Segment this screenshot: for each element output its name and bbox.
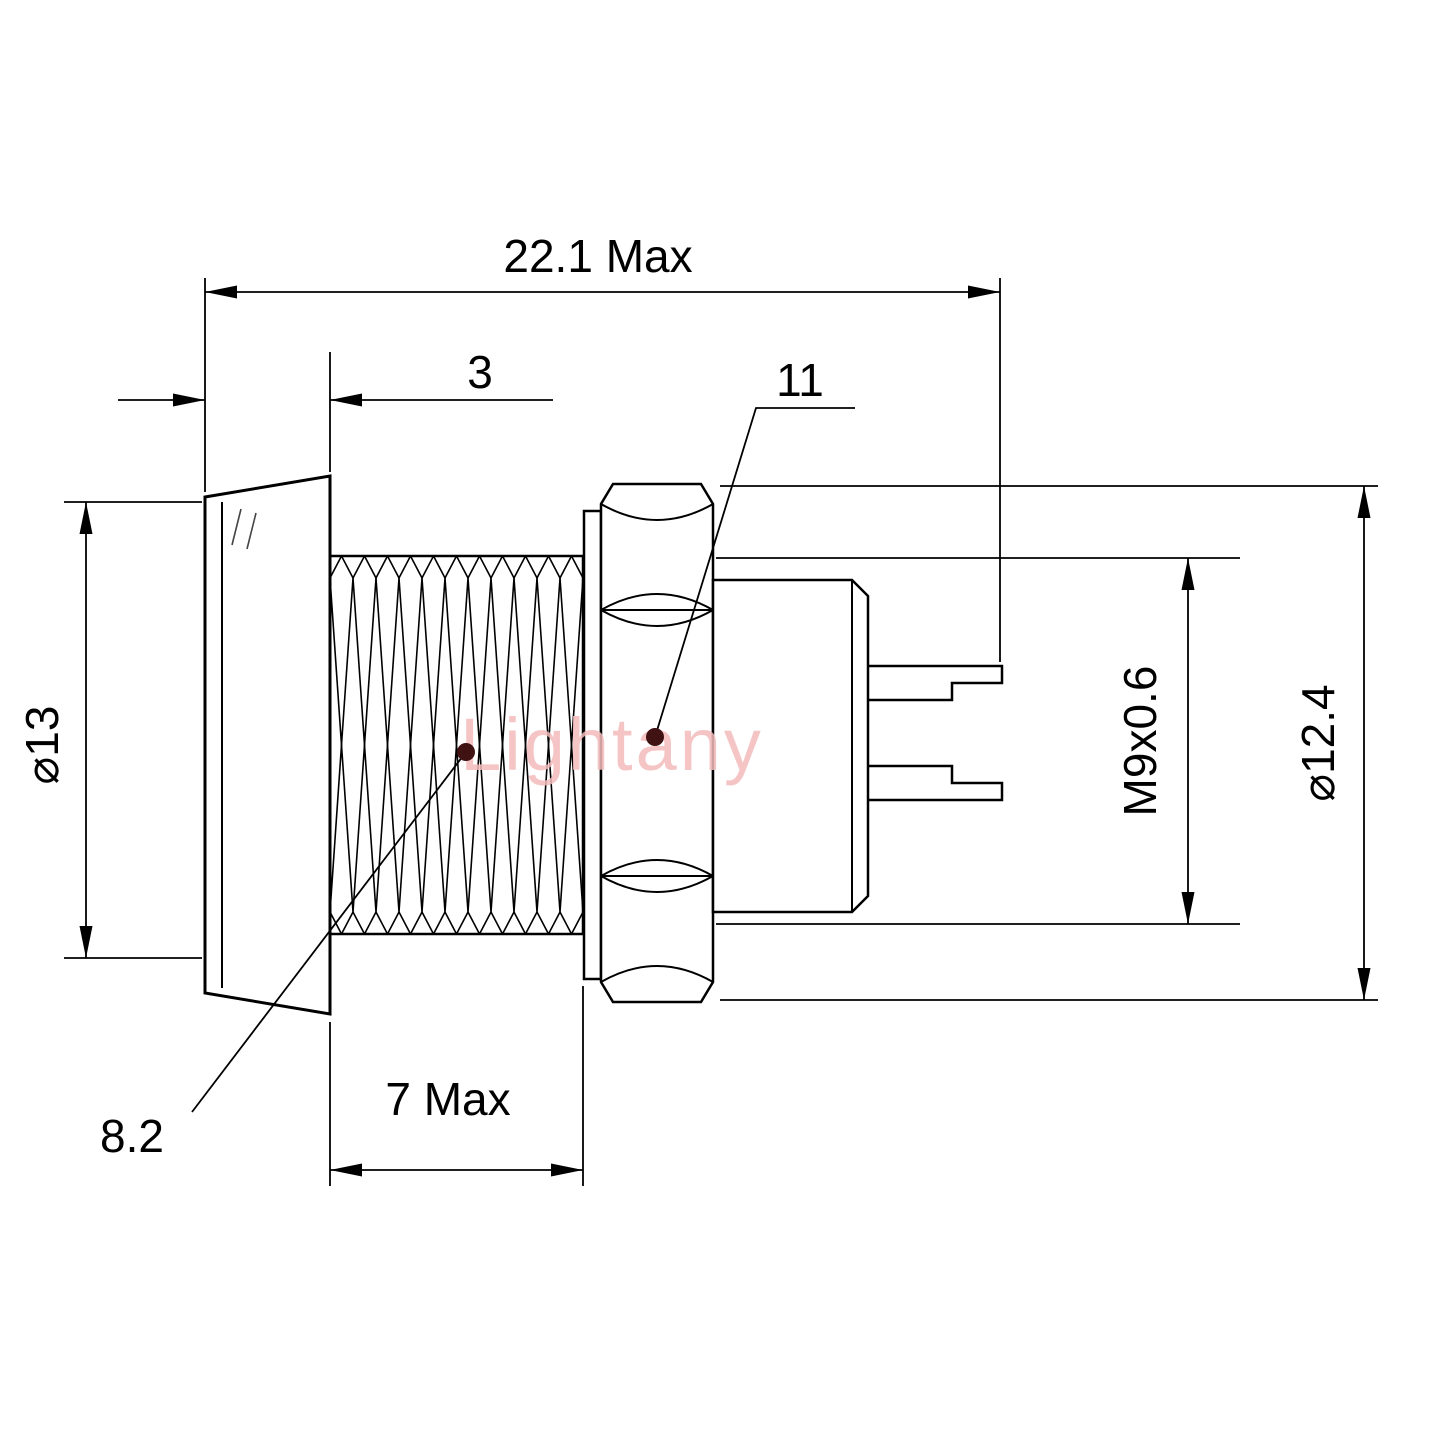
arrowhead (330, 1163, 362, 1177)
terminal-pin-lower (868, 764, 1004, 802)
arrowhead (968, 285, 1000, 299)
thread-section (328, 554, 585, 936)
watermark-text: Lightany (460, 703, 764, 786)
arrowhead (1357, 968, 1371, 1000)
arrowhead (330, 393, 362, 407)
hex-chamfer-arc (600, 593, 714, 611)
hex-corners-diameter-label: ⌀12.4 (1292, 684, 1344, 801)
arrowhead (1181, 558, 1195, 590)
dimension-lines (85, 291, 1365, 1171)
hex-flats-label: 11 (776, 354, 824, 406)
thread-spec-label: M9x0.6 (1114, 666, 1166, 817)
reference-dot-hex (646, 728, 664, 746)
thread-length-label: 7 Max (385, 1073, 510, 1125)
leader-line-hex-flats (654, 407, 855, 738)
head-outline (203, 474, 332, 1016)
arrowhead (1181, 892, 1195, 924)
extension-lines (64, 278, 1378, 1186)
hex-chamfer-arc (600, 503, 714, 521)
arrowhead (79, 502, 93, 534)
hex-chamfer-arc (600, 965, 714, 983)
overall-length-label: 22.1 Max (503, 230, 692, 282)
connector-body (711, 578, 870, 914)
solder-terminals (868, 664, 1004, 802)
arrowheads (79, 285, 1371, 1177)
terminal-pin-upper (868, 664, 1004, 702)
leader-lines (191, 407, 855, 1113)
hex-chamfer-arc (600, 875, 714, 893)
thread-barrel (328, 554, 585, 936)
hex-chamfer-arc (600, 859, 714, 877)
leader-line-hole (191, 751, 467, 1113)
arrowhead (79, 926, 93, 958)
head-diameter-label: ⌀13 (16, 706, 68, 785)
head-thickness-label: 3 (467, 346, 493, 398)
arrowhead (173, 393, 205, 407)
arrowhead (551, 1163, 583, 1177)
hole-diameter-label: 8.2 (100, 1110, 164, 1162)
cap-marking (231, 508, 257, 550)
dimension-labels: 22.1 Max 3 11 ⌀13 M9x0.6 ⌀12.4 8.2 7 Max (16, 230, 1344, 1162)
arrowhead (1357, 486, 1371, 518)
connector-head (203, 474, 332, 1016)
reference-dot-thread (457, 743, 475, 761)
hex-chamfer-arc (600, 609, 714, 627)
arrowhead (205, 285, 237, 299)
